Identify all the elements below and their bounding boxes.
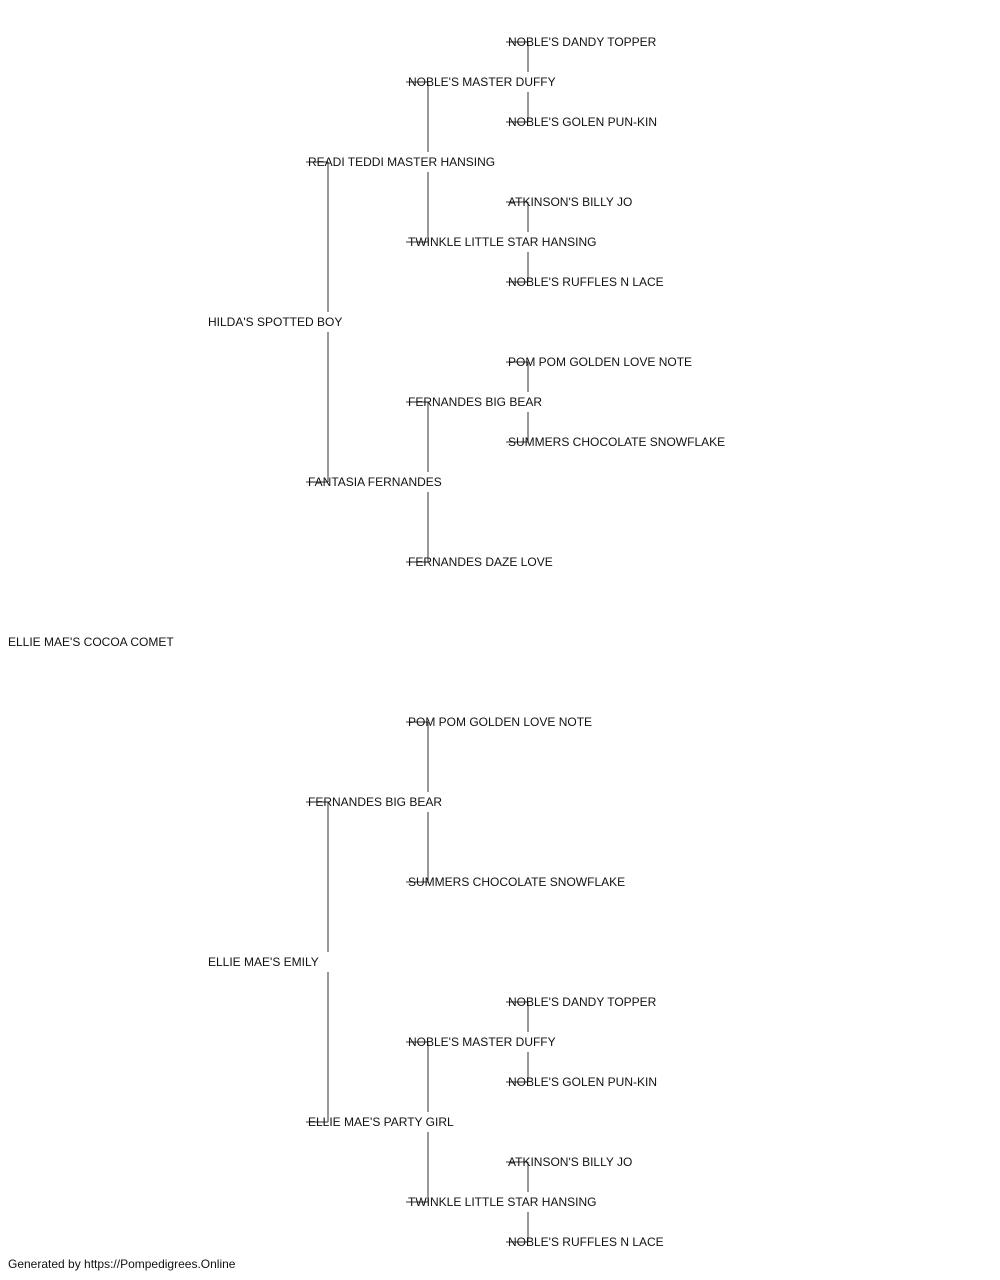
ancestor-name: ELLIE MAE'S PARTY GIRL bbox=[308, 1115, 454, 1129]
ancestor-name: NOBLE'S DANDY TOPPER bbox=[508, 995, 657, 1009]
ancestor-name: NOBLE'S RUFFLES N LACE bbox=[508, 1235, 664, 1249]
ancestor-name: NOBLE'S GOLEN PUN-KIN bbox=[508, 1075, 657, 1089]
subject-name: ELLIE MAE'S COCOA COMET bbox=[8, 635, 174, 649]
ancestor-name: HILDA'S SPOTTED BOY bbox=[208, 315, 342, 329]
ancestor-name: NOBLE'S MASTER DUFFY bbox=[408, 75, 556, 89]
ancestor-name: ATKINSON'S BILLY JO bbox=[508, 1155, 632, 1169]
ancestor-name: FERNANDES BIG BEAR bbox=[308, 795, 442, 809]
ancestor-name: NOBLE'S MASTER DUFFY bbox=[408, 1035, 556, 1049]
ancestor-name: SUMMERS CHOCOLATE SNOWFLAKE bbox=[408, 875, 625, 889]
ancestor-name: TWINKLE LITTLE STAR HANSING bbox=[408, 1195, 596, 1209]
ancestor-name: NOBLE'S DANDY TOPPER bbox=[508, 35, 657, 49]
ancestor-name: ELLIE MAE'S EMILY bbox=[208, 955, 319, 969]
ancestor-name: NOBLE'S RUFFLES N LACE bbox=[508, 275, 664, 289]
ancestor-name: FERNANDES DAZE LOVE bbox=[408, 555, 553, 569]
ancestor-name: SUMMERS CHOCOLATE SNOWFLAKE bbox=[508, 435, 725, 449]
ancestor-name: FANTASIA FERNANDES bbox=[308, 475, 442, 489]
ancestor-name: POM POM GOLDEN LOVE NOTE bbox=[508, 355, 692, 369]
pedigree-connectors bbox=[306, 41, 529, 1243]
ancestor-name: TWINKLE LITTLE STAR HANSING bbox=[408, 235, 596, 249]
ancestor-name: POM POM GOLDEN LOVE NOTE bbox=[408, 715, 592, 729]
footer-credit: Generated by https://Pompedigrees.Online bbox=[8, 1257, 236, 1271]
ancestor-name: NOBLE'S GOLEN PUN-KIN bbox=[508, 115, 657, 129]
pedigree-labels: ELLIE MAE'S COCOA COMET HILDA'S SPOTTED B… bbox=[8, 35, 725, 1249]
ancestor-name: READI TEDDI MASTER HANSING bbox=[308, 155, 495, 169]
ancestor-name: FERNANDES BIG BEAR bbox=[408, 395, 542, 409]
ancestor-name: ATKINSON'S BILLY JO bbox=[508, 195, 632, 209]
